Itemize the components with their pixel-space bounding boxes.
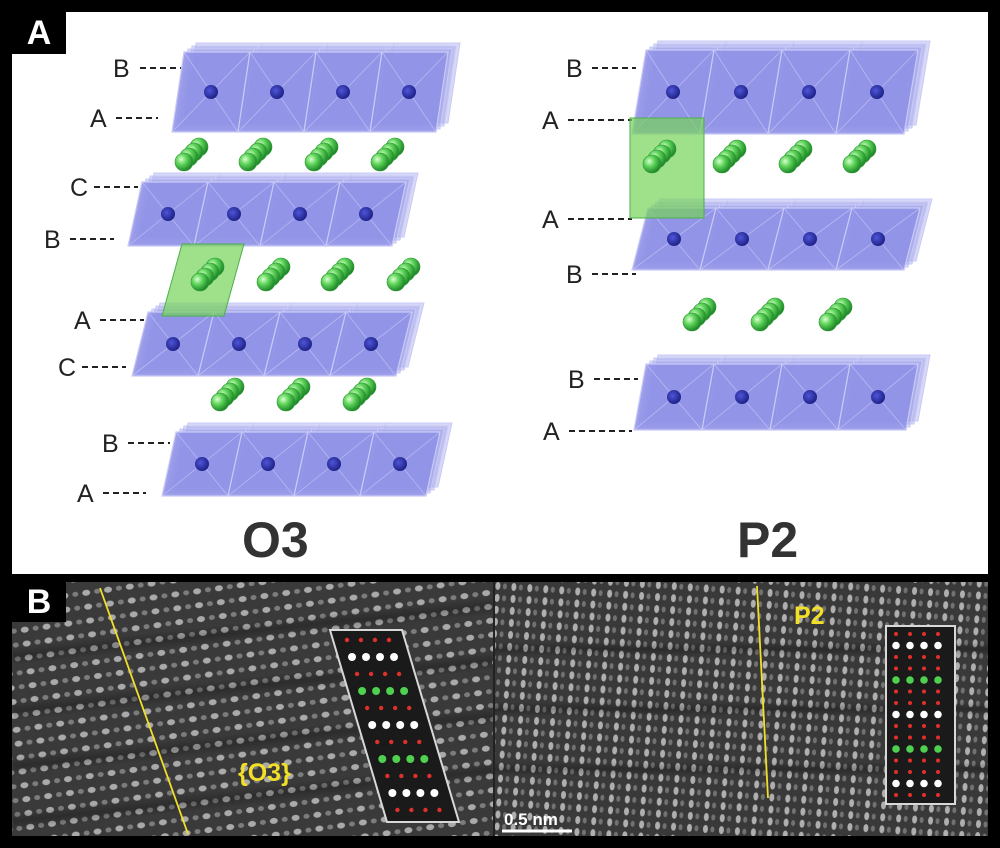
o3-slab-1 bbox=[171, 42, 461, 133]
scale-bar-label: 0.5 nm bbox=[504, 810, 558, 829]
stem-image: {O3} P2 0.5 nm bbox=[12, 582, 988, 836]
p2-model-inset bbox=[885, 625, 956, 805]
o3-stacking-guide-line bbox=[99, 587, 189, 835]
p2-slab-1 bbox=[631, 40, 931, 135]
o3-region-label: {O3} bbox=[238, 759, 291, 787]
o3-alkali-row1-chain bbox=[174, 137, 209, 172]
o3-label-c2: C bbox=[58, 354, 76, 382]
scale-bar: 0.5 nm bbox=[502, 810, 572, 833]
o3-alkali-row2-chain bbox=[386, 257, 421, 292]
p2-alkali-row2-chain bbox=[750, 297, 785, 332]
o3-alkali-row1-chain bbox=[238, 137, 273, 172]
p2-alkali-row1-chain bbox=[712, 139, 747, 174]
o3-label-b2: B bbox=[44, 226, 61, 254]
p2-alkali-row1-chain bbox=[642, 139, 677, 174]
o3-alkali-row2-chain bbox=[320, 257, 355, 292]
p2-stacking-guide-line bbox=[756, 585, 769, 799]
p2-slab-3 bbox=[633, 354, 931, 431]
o3-label-a2: A bbox=[74, 307, 91, 335]
p2-label-b3: B bbox=[568, 366, 585, 394]
p2-alkali-row1-chain bbox=[778, 139, 813, 174]
p2-region-label: P2 bbox=[794, 602, 825, 630]
o3-slab-2 bbox=[127, 172, 419, 247]
o3-label-c1: C bbox=[70, 174, 88, 202]
panel-b: B bbox=[12, 582, 988, 836]
p2-prismatic-site-highlight bbox=[629, 117, 705, 219]
o3-alkali-row1-chain bbox=[304, 137, 339, 172]
o3-alkali-row2-chain bbox=[190, 257, 225, 292]
p2-alkali-row2-chain bbox=[818, 297, 853, 332]
structure-diagram: B A C B A C B A B A bbox=[44, 40, 933, 568]
o3-slab-3 bbox=[131, 302, 425, 377]
panel-a: A B A C B bbox=[12, 12, 988, 574]
o3-model-inset bbox=[328, 629, 461, 823]
p2-label-a1: A bbox=[542, 107, 559, 135]
p2-label-a3: A bbox=[543, 418, 560, 446]
o3-structure-title: O3 bbox=[242, 512, 309, 568]
p2-label-b1: B bbox=[566, 55, 583, 83]
o3-label-b1: B bbox=[113, 55, 130, 83]
o3-alkali-row2-chain bbox=[256, 257, 291, 292]
p2-label-a2: A bbox=[542, 206, 559, 234]
o3-label-a3: A bbox=[77, 480, 94, 508]
p2-structure-title: P2 bbox=[737, 512, 798, 568]
o3-alkali-row3-chain bbox=[210, 377, 245, 412]
panel-a-badge: A bbox=[12, 12, 66, 54]
p2-label-b2: B bbox=[566, 261, 583, 289]
o3-alkali-row3-chain bbox=[276, 377, 311, 412]
panel-b-badge: B bbox=[12, 582, 66, 622]
o3-label-b3: B bbox=[102, 430, 119, 458]
o3-slab-4 bbox=[161, 422, 453, 497]
o3-alkali-row3-chain bbox=[342, 377, 377, 412]
p2-alkali-row1-chain bbox=[842, 139, 877, 174]
o3-alkali-row1-chain bbox=[370, 137, 405, 172]
p2-alkali-row2-chain bbox=[682, 297, 717, 332]
o3-label-a1: A bbox=[90, 105, 107, 133]
